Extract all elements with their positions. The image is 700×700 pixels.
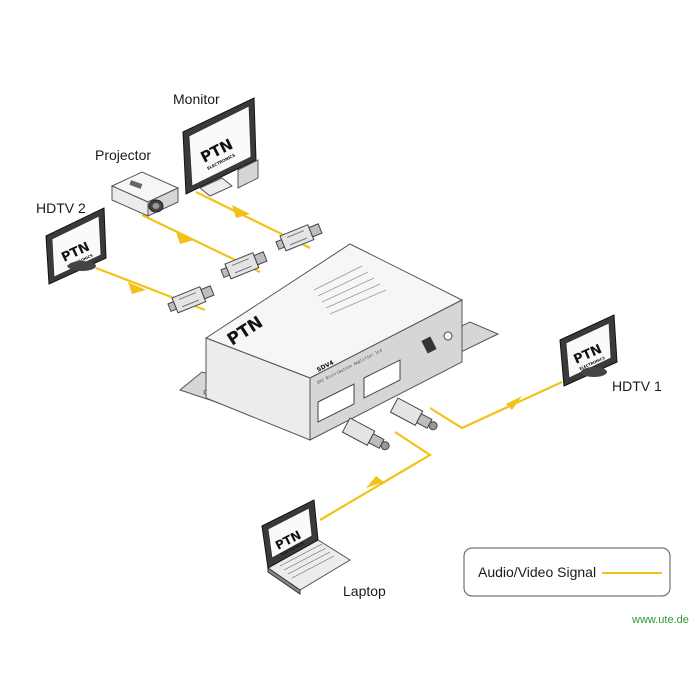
- hdtv2-label: HDTV 2: [36, 200, 86, 216]
- watermark: www.ute.de: [631, 614, 689, 626]
- arrow-to-monitor: [232, 205, 250, 218]
- hdtv2-device: PTN ELECTRONICS HDTV 2: [36, 200, 107, 285]
- splitter-spec-lines: [313, 265, 387, 315]
- legend-label: Audio/Video Signal: [478, 564, 596, 580]
- signal-line-laptop: [319, 431, 433, 521]
- arrow-from-laptop: [366, 476, 384, 488]
- projector-device: Projector: [95, 147, 180, 217]
- laptop-device: PTN ELECTRONICS Laptop: [261, 499, 386, 599]
- projector-label: Projector: [95, 147, 151, 163]
- monitor-device: PTN ELECTRONICS Monitor: [173, 91, 259, 197]
- arrow-to-hdtv1: [506, 396, 522, 410]
- signal-line-hdtv1: [429, 381, 563, 430]
- laptop-label: Laptop: [343, 583, 386, 599]
- hdtv1-label: HDTV 1: [612, 378, 662, 394]
- legend: Audio/Video Signal: [463, 547, 671, 597]
- splitter-dvi-ports: [317, 359, 401, 423]
- dvi-connector-laptop: [341, 417, 390, 451]
- arrow-to-projector: [176, 232, 194, 244]
- splitter-device: PTN SDV4 DVI Distribution Amplifier 1x4: [178, 243, 500, 441]
- monitor-label: Monitor: [173, 91, 220, 107]
- laptop-keyboard: [279, 543, 335, 579]
- arrow-to-hdtv2: [128, 282, 146, 294]
- legend-box: [463, 547, 671, 597]
- dvi-connector-hdtv2: [167, 285, 215, 314]
- dvi-connector-projector: [220, 251, 268, 280]
- dvi-connector-monitor: [275, 223, 323, 252]
- output-connectors: [167, 223, 323, 314]
- lower-connectors: [341, 397, 438, 451]
- dvi-connector-hdtv1: [389, 397, 438, 431]
- hdtv1-device: PTN ELECTRONICS HDTV 1: [559, 314, 662, 394]
- splitter-power-jack: [421, 331, 453, 354]
